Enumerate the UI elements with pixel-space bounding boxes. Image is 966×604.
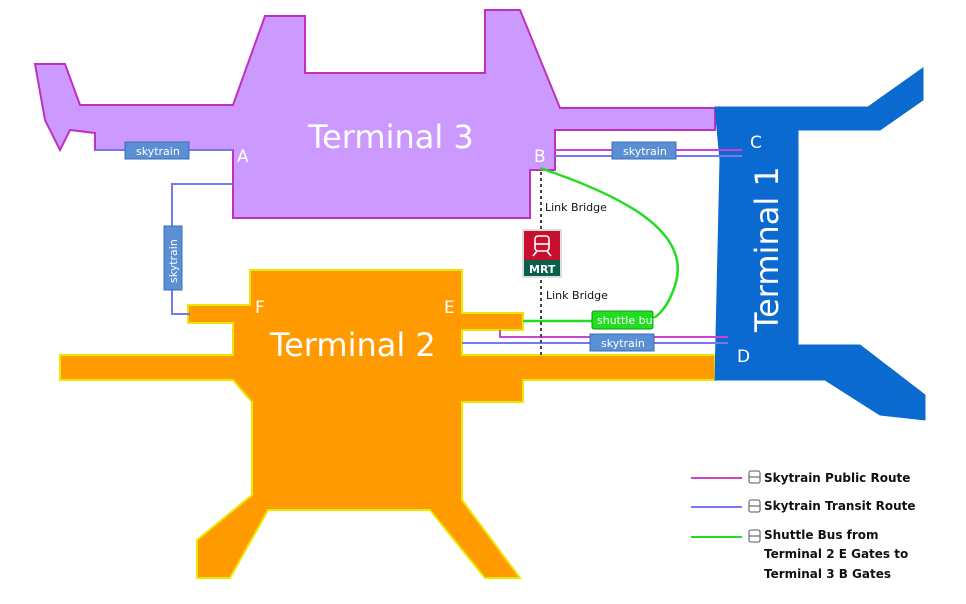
bus-icon — [748, 529, 761, 543]
terminal-1-label: Terminal 1 — [748, 166, 786, 333]
legend-shuttle-label-3: Terminal 3 B Gates — [764, 567, 891, 581]
skytrain-pill-bc[interactable]: skytrain — [611, 141, 677, 160]
mrt-label: MRT — [529, 263, 556, 276]
train-glyph — [532, 235, 552, 257]
terminal-2[interactable] — [59, 269, 716, 579]
skytrain-pill-bc-label: skytrain — [623, 145, 667, 158]
skytrain-icon — [748, 499, 761, 513]
legend-public-route: Skytrain Public Route — [691, 470, 910, 485]
gate-e-label: E — [444, 298, 455, 318]
gate-d-label: D — [737, 347, 750, 367]
legend-transit-route: Skytrain Transit Route — [691, 499, 916, 513]
shuttle-bus-route — [523, 166, 679, 323]
gate-a-label: A — [237, 147, 249, 167]
skytrain-pill-af[interactable]: skytrain — [163, 225, 183, 291]
terminal-2-label: Terminal 2 — [269, 326, 436, 364]
terminal-3-label: Terminal 3 — [307, 118, 474, 156]
mrt-icon[interactable]: MRT — [522, 229, 562, 278]
skytrain-icon — [748, 470, 761, 484]
legend-public-route-label: Skytrain Public Route — [764, 471, 910, 485]
skytrain-pill-af-label: skytrain — [167, 239, 180, 283]
legend-shuttle-route: Shuttle Bus from Terminal 2 E Gates to T… — [691, 528, 908, 581]
shuttle-bus-pill-label: shuttle bus — [597, 314, 659, 327]
terminal-3[interactable] — [33, 9, 716, 219]
skytrain-pill-ab-label: skytrain — [136, 145, 180, 158]
shuttle-bus-pill[interactable]: shuttle bus — [591, 310, 659, 330]
legend-shuttle-label-1: Shuttle Bus from — [764, 528, 879, 542]
terminal-1[interactable] — [714, 67, 926, 421]
legend: Skytrain Public Route Skytrain Transit R… — [691, 470, 916, 581]
gate-f-label: F — [255, 298, 265, 318]
skytrain-pill-ab[interactable]: skytrain — [124, 141, 190, 160]
legend-shuttle-label-2: Terminal 2 E Gates to — [764, 547, 908, 561]
skytrain-pill-ed-label: skytrain — [601, 337, 645, 350]
link-bridge-top-label: Link Bridge — [545, 201, 607, 214]
link-bridge-bottom-label: Link Bridge — [546, 289, 608, 302]
gate-b-label: B — [534, 147, 546, 167]
gate-c-label: C — [750, 133, 762, 153]
legend-transit-route-label: Skytrain Transit Route — [764, 499, 916, 513]
skytrain-pill-ed[interactable]: skytrain — [589, 333, 655, 352]
